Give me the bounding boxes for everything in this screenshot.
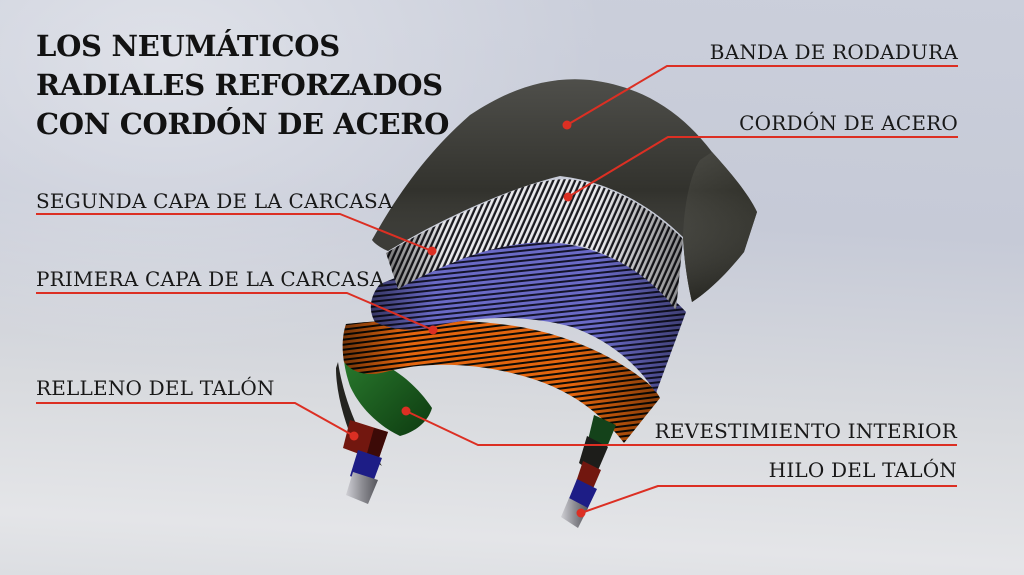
label-revestimiento-interior: REVESTIMIENTO INTERIOR xyxy=(654,419,957,443)
tire-layers xyxy=(336,79,757,528)
leader-segunda-capa xyxy=(36,213,433,252)
callout-dot-banda xyxy=(562,120,572,130)
title-line-1: LOS NEUMÁTICOS xyxy=(36,29,340,63)
left-bead-assembly xyxy=(343,420,388,504)
label-hilo-del-talon: HILO DEL TALÓN xyxy=(768,458,957,482)
leader-revestimiento-interior xyxy=(405,410,957,446)
leader-relleno-del-talon xyxy=(36,402,355,437)
callout-dot-hilo xyxy=(576,508,586,518)
label-cordon-de-acero: CORDÓN DE ACERO xyxy=(739,111,958,135)
label-primera-capa-de-la-carcasa: PRIMERA CAPA DE LA CARCASA xyxy=(36,267,385,291)
label-segunda-capa-de-la-carcasa: SEGUNDA CAPA DE LA CARCASA xyxy=(36,189,393,213)
bead-wire xyxy=(346,472,378,504)
callout-dot-relleno xyxy=(349,431,359,441)
title-line-3: CON CORDÓN DE ACERO xyxy=(36,107,450,141)
leader-primera-capa xyxy=(36,292,434,331)
leader-lines xyxy=(36,65,958,514)
second-carcass-ply-shading xyxy=(370,241,686,393)
bead-filler-shadow-face xyxy=(366,428,388,461)
callout-dot-segunda xyxy=(427,246,437,256)
callout-dot-revestimiento xyxy=(401,406,411,416)
label-banda-de-rodadura: BANDA DE RODADURA xyxy=(709,40,958,64)
label-relleno-del-talon: RELLENO DEL TALÓN xyxy=(36,376,275,400)
tread-sheen xyxy=(372,79,757,302)
callout-dots xyxy=(349,120,586,518)
first-carcass-ply-shading xyxy=(342,319,660,443)
page-title: LOS NEUMÁTICOS RADIALES REFORZADOS CON C… xyxy=(36,27,449,144)
steel-cord-shading xyxy=(386,179,683,310)
leader-cordon-de-acero xyxy=(567,136,958,198)
leader-hilo-del-talon xyxy=(580,485,957,514)
bead-wire xyxy=(561,498,588,528)
title-line-2: RADIALES REFORZADOS xyxy=(36,68,443,102)
leader-banda-de-rodadura xyxy=(566,65,958,126)
callout-dot-cordon xyxy=(563,192,573,202)
callout-dot-primera xyxy=(428,325,438,335)
